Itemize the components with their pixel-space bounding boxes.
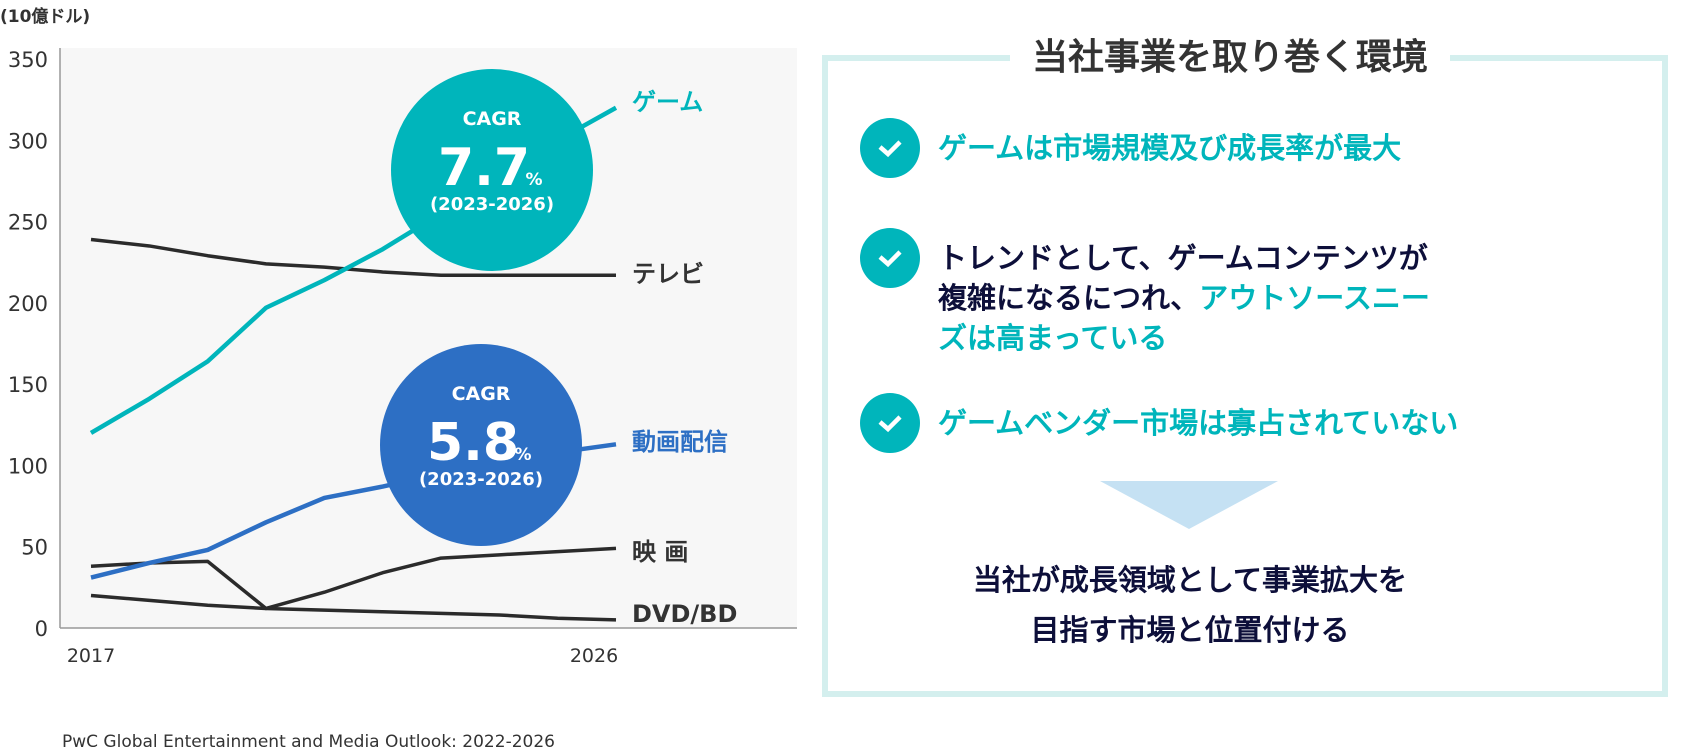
point-text: トレンドとして、ゲームコンテンツが xyxy=(938,241,1428,275)
cagr-value: 5.8 xyxy=(427,413,519,473)
y-tick-label: 350 xyxy=(8,48,48,72)
conclusion-line: 当社が成長領域として事業拡大を xyxy=(972,563,1408,597)
point-text: ゲームは市場規模及び成長率が最大 xyxy=(938,131,1402,165)
point-text: 複雑になるにつれ、 xyxy=(938,281,1200,315)
check-icon xyxy=(860,228,920,288)
check-icon xyxy=(860,393,920,453)
point-item: トレンドとして、ゲームコンテンツが 複雑になるにつれ、アウトソースニー ズは高ま… xyxy=(860,228,1430,358)
y-tick-label: 0 xyxy=(35,617,48,641)
conclusion: 当社が成長領域として事業拡大を 目指す市場と位置付ける xyxy=(900,555,1480,655)
y-tick-label: 50 xyxy=(21,536,48,560)
cagr-label: CAGR xyxy=(452,383,511,405)
y-tick-label: 300 xyxy=(8,129,48,153)
y-tick-label: 250 xyxy=(8,211,48,235)
cagr-badge xyxy=(380,344,582,546)
series-label: 映 画 xyxy=(632,538,688,566)
cagr-value: 7.7 xyxy=(438,138,530,198)
point-text: ゲームベンダー市場は寡占されていない xyxy=(938,406,1459,440)
point-highlight: ズは高まっている xyxy=(938,321,1168,355)
conclusion-line: 目指す市場と位置付ける xyxy=(1030,613,1350,647)
point-item: ゲームは市場規模及び成長率が最大 xyxy=(860,118,1401,178)
source-note: PwC Global Entertainment and Media Outlo… xyxy=(62,732,555,752)
series-label: ゲーム xyxy=(632,88,703,116)
y-tick-label: 200 xyxy=(8,292,48,316)
cagr-period: (2023-2026) xyxy=(430,194,554,215)
series-label: DVD/BD xyxy=(632,600,737,628)
x-tick-label: 2017 xyxy=(67,645,115,667)
series-label: テレビ xyxy=(632,260,704,288)
point-highlight: アウトソースニー xyxy=(1199,281,1430,315)
unit-label: (10億ドル) xyxy=(0,7,91,27)
y-tick-label: 150 xyxy=(8,373,48,397)
check-icon xyxy=(860,118,920,178)
series-label: 動画配信 xyxy=(632,428,728,456)
panel-title: 当社事業を取り巻く環境 xyxy=(1010,28,1451,80)
cagr-badge xyxy=(391,69,593,271)
cagr-unit: % xyxy=(514,445,531,465)
line-chart: 0 50 100 150 200 250 300 350 2017 2026 ゲームテレビ動画配信映… xyxy=(8,48,797,667)
y-tick-label: 100 xyxy=(8,454,48,478)
series-line-4 xyxy=(90,593,617,622)
series-line-1 xyxy=(90,237,616,277)
point-item: ゲームベンダー市場は寡占されていない xyxy=(860,393,1458,453)
cagr-period: (2023-2026) xyxy=(419,469,543,490)
series-line-3 xyxy=(90,546,617,611)
x-tick-label: 2026 xyxy=(570,645,618,667)
cagr-label: CAGR xyxy=(463,108,522,130)
down-arrow-icon xyxy=(1100,481,1278,529)
cagr-unit: % xyxy=(525,170,542,190)
